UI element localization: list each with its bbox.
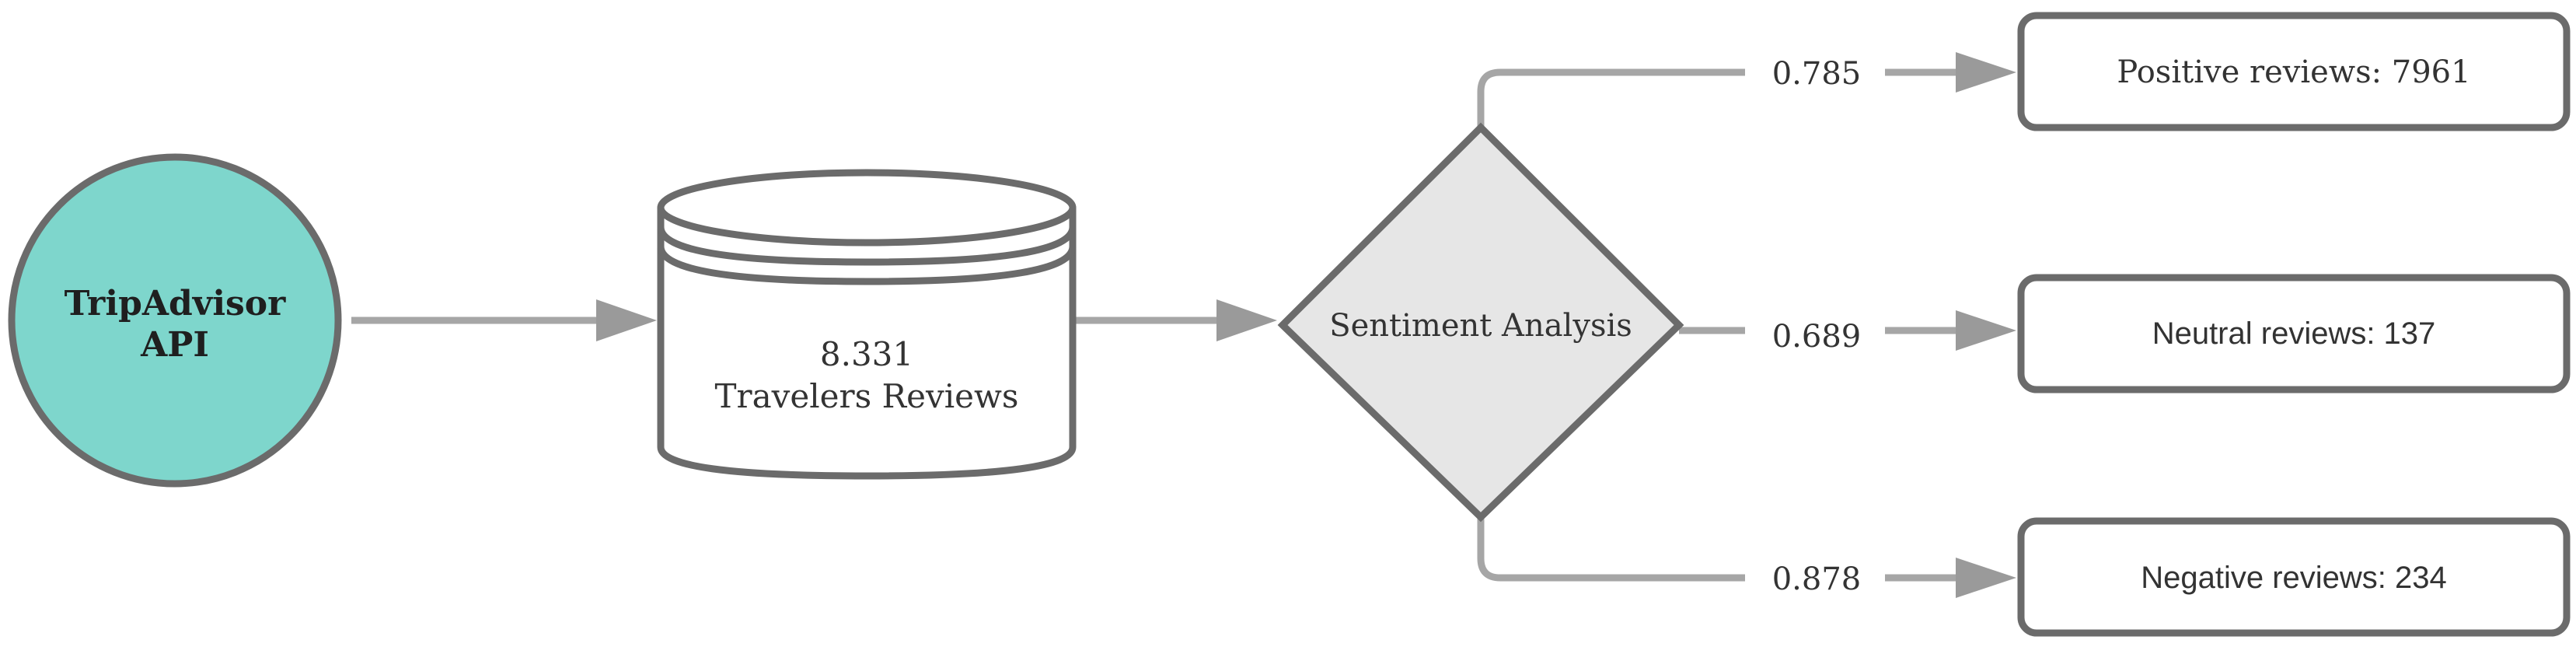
arrowhead-to-database — [596, 299, 657, 341]
branch-score-neutral: 0.689 — [1772, 319, 1862, 355]
result-box-positive — [2017, 12, 2571, 131]
score-labels: 0.785 0.689 0.878 — [1772, 56, 1862, 597]
source-label-line2: API — [140, 325, 209, 365]
connector-decision-to-negative — [1477, 517, 1745, 582]
decision-diamond — [1277, 122, 1684, 523]
branch-score-negative: 0.878 — [1772, 561, 1862, 597]
database-body — [657, 208, 1077, 480]
arrowhead-to-negative — [1956, 558, 2016, 598]
database-ring-2 — [657, 246, 1077, 285]
database-ring-1 — [657, 226, 1077, 266]
database-top — [657, 169, 1077, 247]
result-label-positive: Positive reviews: 7961 — [2117, 54, 2470, 90]
result-negative: Negative reviews: 234 — [2017, 517, 2571, 637]
arrowhead-to-neutral — [1956, 310, 2016, 351]
result-boxes: Positive reviews: 7961 Neutral reviews: … — [2017, 12, 2571, 637]
database-label-line2: Travelers Reviews — [715, 377, 1019, 415]
decision-label: Sentiment Analysis — [1329, 308, 1632, 344]
branch-score-positive: 0.785 — [1772, 56, 1862, 92]
result-neutral: Neutral reviews: 137 — [2017, 274, 2571, 393]
source-circle — [8, 153, 342, 488]
connector-decision-to-positive — [1477, 68, 1745, 128]
result-box-neutral — [2017, 274, 2571, 393]
result-positive: Positive reviews: 7961 — [2017, 12, 2571, 131]
connectors — [351, 68, 1959, 582]
arrowheads — [596, 52, 2016, 598]
result-label-negative: Negative reviews: 234 — [2141, 561, 2447, 595]
database-label-line1: 8.331 — [820, 335, 913, 373]
result-box-negative — [2017, 517, 2571, 637]
arrowhead-to-positive — [1956, 52, 2016, 93]
decision-node: Sentiment Analysis — [1277, 122, 1684, 523]
arrowhead-to-decision — [1216, 299, 1277, 341]
result-label-neutral: Neutral reviews: 137 — [2152, 317, 2436, 351]
source-node: TripAdvisor API — [8, 153, 342, 488]
source-label-line1: TripAdvisor — [65, 284, 287, 324]
database-node: 8.331 Travelers Reviews — [657, 169, 1077, 480]
